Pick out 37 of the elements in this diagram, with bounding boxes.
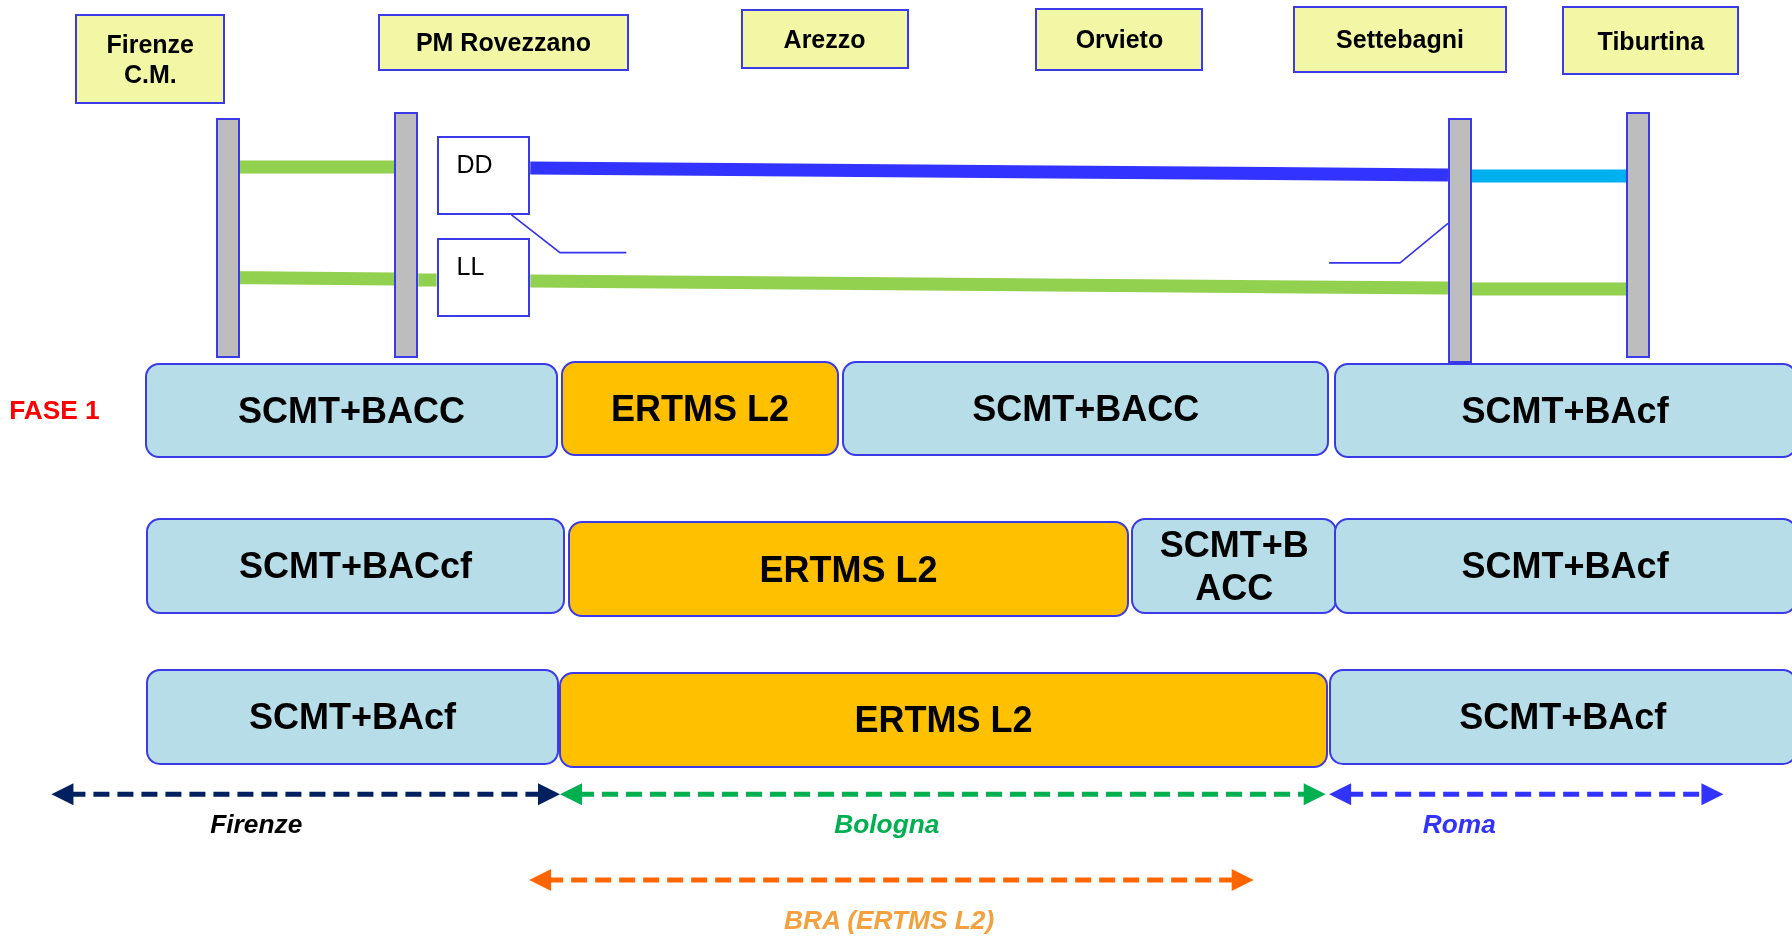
section-box: SCMT+BACC bbox=[842, 361, 1330, 456]
track-line bbox=[418, 273, 437, 287]
signal-box: DD bbox=[436, 136, 531, 215]
station-label-box: Firenze C.M. bbox=[75, 13, 226, 104]
signal-box: LL bbox=[436, 237, 531, 317]
section-box: ERTMS L2 bbox=[558, 672, 1328, 768]
section-box: ERTMS L2 bbox=[568, 521, 1130, 618]
section-box: ERTMS L2 bbox=[561, 361, 839, 456]
station-label-box: PM Rovezzano bbox=[378, 13, 629, 71]
station-label-box: Tiburtina bbox=[1562, 5, 1740, 76]
track-line bbox=[530, 161, 1449, 182]
station-post-bar bbox=[1448, 117, 1472, 364]
section-box: SCMT+BAcf bbox=[1333, 517, 1792, 614]
station-label-box: Arezzo bbox=[740, 9, 909, 69]
phase-label: FASE 1 bbox=[9, 395, 100, 427]
leader-line bbox=[1328, 222, 1449, 264]
station-label-box: Orvieto bbox=[1035, 8, 1204, 71]
track-line bbox=[240, 160, 395, 174]
leader-line bbox=[510, 214, 628, 254]
region-label: Roma bbox=[1422, 809, 1496, 841]
station-label-box: Settebagni bbox=[1292, 5, 1508, 74]
section-box: SCMT+BACC bbox=[145, 363, 558, 459]
region-label: BRA (ERTMS L2) bbox=[784, 905, 995, 937]
section-box: SCMT+BACcf bbox=[146, 517, 565, 614]
station-post-bar bbox=[394, 112, 419, 358]
station-post-bar bbox=[216, 117, 240, 358]
section-box: SCMT+BACC bbox=[1131, 517, 1338, 614]
section-box: SCMT+BAcf bbox=[1329, 668, 1792, 765]
track-line bbox=[1472, 169, 1627, 183]
track-line bbox=[530, 274, 1449, 295]
region-label: Bologna bbox=[834, 809, 940, 841]
section-box: SCMT+BAcf bbox=[1333, 363, 1792, 459]
track-line bbox=[239, 271, 395, 286]
region-label: Firenze bbox=[210, 809, 303, 841]
station-post-bar bbox=[1626, 112, 1651, 358]
track-line bbox=[1472, 282, 1627, 296]
section-box: SCMT+BAcf bbox=[146, 668, 559, 765]
